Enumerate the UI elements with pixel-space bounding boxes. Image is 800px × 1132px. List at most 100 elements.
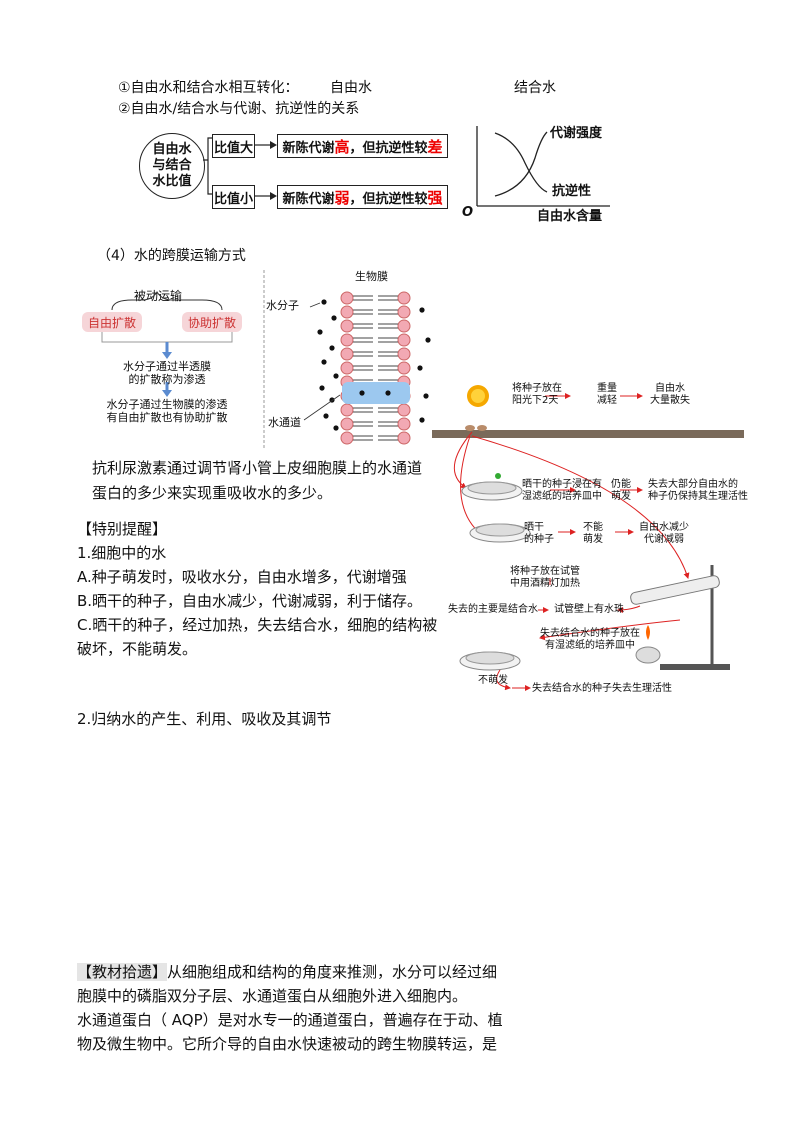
membrane-osmosis-text: 水分子通过生物膜的渗透 有自由扩散也有协助扩散	[87, 398, 247, 424]
low-pre: 新陈代谢	[282, 191, 335, 207]
water-molecule	[321, 299, 327, 305]
dried-2: 的种子	[524, 534, 554, 545]
osmosis-line-1: 水分子通过半透膜	[123, 360, 211, 373]
sun-icon	[467, 385, 489, 407]
retain-1: 失去大部分自由水的	[648, 479, 738, 490]
phospholipid-head	[397, 361, 411, 375]
phospholipid-head	[340, 417, 354, 431]
can-sprout-text: 仍能萌发	[606, 479, 636, 503]
reminder-item-1: 1.细胞中的水	[77, 544, 167, 562]
phospholipid-head	[340, 403, 354, 417]
strong-word: 强	[427, 188, 443, 207]
water-molecule	[425, 337, 431, 343]
dish1-text: 晒干的种子浸在有湿滤纸的培养皿中	[522, 479, 602, 503]
table-surface	[432, 430, 744, 438]
origin-label: O	[462, 205, 474, 220]
weight-text: 重量减轻	[591, 383, 623, 407]
osmosis-line-2: 的扩散称为渗透	[128, 373, 206, 386]
textbook-line-4: 物及微生物中。它所介导的自由水快速被动的跨生物膜转运，是	[77, 1035, 498, 1053]
free-diffusion-tag: 自由扩散	[82, 312, 142, 332]
water-molecule-label: 水分子	[266, 299, 299, 312]
reminder-a: A.种子萌发时，吸收水分，自由水增多，代谢增强	[77, 568, 407, 586]
section-4-title: （4）水的跨膜运输方式	[97, 248, 246, 264]
metabolism-curve	[494, 131, 548, 197]
sun-text: 将种子放在阳光下2天	[512, 383, 562, 407]
low-mid: ，但抗逆性较	[349, 191, 428, 207]
phospholipid-head	[340, 319, 354, 333]
free-lost-2: 大量散失	[650, 395, 690, 406]
heat-1: 将种子放在试管	[510, 566, 580, 577]
free-water-label: 自由水	[330, 80, 372, 96]
droplets-text: 试管壁上有水珠	[554, 604, 624, 615]
phospholipid-head	[397, 431, 411, 445]
water-molecule	[333, 373, 339, 379]
low-result-box: 新陈代谢弱，但抗逆性较强	[277, 185, 448, 209]
water-molecule	[419, 307, 425, 313]
cannot-1: 不能	[583, 522, 603, 533]
no-activity-text: 失去结合水的种子失去生理活性	[532, 683, 672, 694]
circle-line-1: 自由水	[152, 142, 192, 157]
phospholipid-head	[397, 347, 411, 361]
water-molecule	[423, 393, 429, 399]
textbook-text-1: 从细胞组成和结构的角度来推测，水分可以经过细	[167, 963, 498, 981]
weight-1: 重量	[597, 383, 617, 394]
test-tube	[630, 575, 720, 605]
phospholipid-head	[397, 417, 411, 431]
water-channel-protein	[342, 382, 410, 404]
circle-line-2: 与结合	[152, 158, 192, 173]
seed-experiment-diagram	[432, 385, 744, 691]
ratio-circle: 自由水 与结合 水比值	[139, 133, 205, 199]
water-molecule	[417, 365, 423, 371]
metabolism-label: 代谢强度	[550, 126, 603, 141]
sun-text-1: 将种子放在	[512, 383, 562, 394]
poor-word: 差	[427, 137, 443, 156]
resistance-curve	[494, 132, 548, 193]
transform-line: ①自由水和结合水相互转化：	[118, 78, 299, 98]
phospholipid-head	[397, 333, 411, 347]
high-word: 高	[334, 137, 350, 156]
water-molecule	[321, 359, 327, 365]
transform-label: ①自由水和结合水相互转化：	[118, 80, 299, 96]
lost-mainly-text: 失去的主要是结合水	[448, 604, 538, 615]
phospholipid-head	[340, 333, 354, 347]
can-1: 仍能	[611, 479, 631, 490]
dish1-2: 湿滤纸的培养皿中	[522, 491, 602, 502]
reminder-header: 【特别提醒】	[77, 520, 168, 538]
water-molecule	[333, 425, 339, 431]
bound-water-label: 结合水	[514, 80, 556, 96]
water-molecule	[385, 390, 391, 396]
dried-1: 晒干	[524, 522, 544, 533]
phospholipid-head	[397, 291, 411, 305]
circle-line-3: 水比值	[152, 174, 192, 189]
cannot-2: 萌发	[583, 534, 603, 545]
water-molecule	[317, 329, 323, 335]
ratio-connectors	[203, 137, 277, 200]
cannot-text: 不能萌发	[578, 522, 608, 546]
can-2: 萌发	[611, 491, 631, 502]
water-molecule	[331, 315, 337, 321]
bound-lost-1: 失去结合水的种子放在	[540, 628, 640, 639]
ring-stand	[630, 565, 730, 670]
weight-2: 减轻	[597, 395, 617, 406]
water-molecule	[323, 413, 329, 419]
phospholipid-head	[397, 305, 411, 319]
high-ratio-box: 比值大	[212, 134, 255, 158]
water-channel-label: 水通道	[268, 416, 301, 429]
bound-lost-2: 有湿滤纸的培养皿中	[545, 640, 635, 651]
high-pre: 新陈代谢	[282, 140, 335, 156]
phospholipid-head	[340, 347, 354, 361]
phospholipid-head	[340, 431, 354, 445]
phospholipid-head	[397, 319, 411, 333]
alcohol-lamp	[635, 646, 661, 664]
textbook-line-2: 胞膜中的磷脂双分子层、水通道蛋白从细胞外进入细胞内。	[77, 987, 468, 1005]
water-molecule	[329, 345, 335, 351]
water-molecule	[319, 385, 325, 391]
textbook-line-1: 【教材拾遗】从细胞组成和结构的角度来推测，水分可以经过细	[77, 960, 497, 984]
heat-2: 中用酒精灯加热	[510, 578, 580, 589]
membrane-osmosis-line-1: 水分子通过生物膜的渗透	[106, 398, 228, 411]
retain-2: 种子仍保持其生理活性	[648, 491, 748, 502]
free-lost-1: 自由水	[655, 383, 685, 394]
no-sprout-text: 不萌发	[478, 675, 508, 686]
phospholipid-head	[340, 305, 354, 319]
osmosis-text: 水分子通过半透膜 的扩散称为渗透	[102, 360, 232, 386]
